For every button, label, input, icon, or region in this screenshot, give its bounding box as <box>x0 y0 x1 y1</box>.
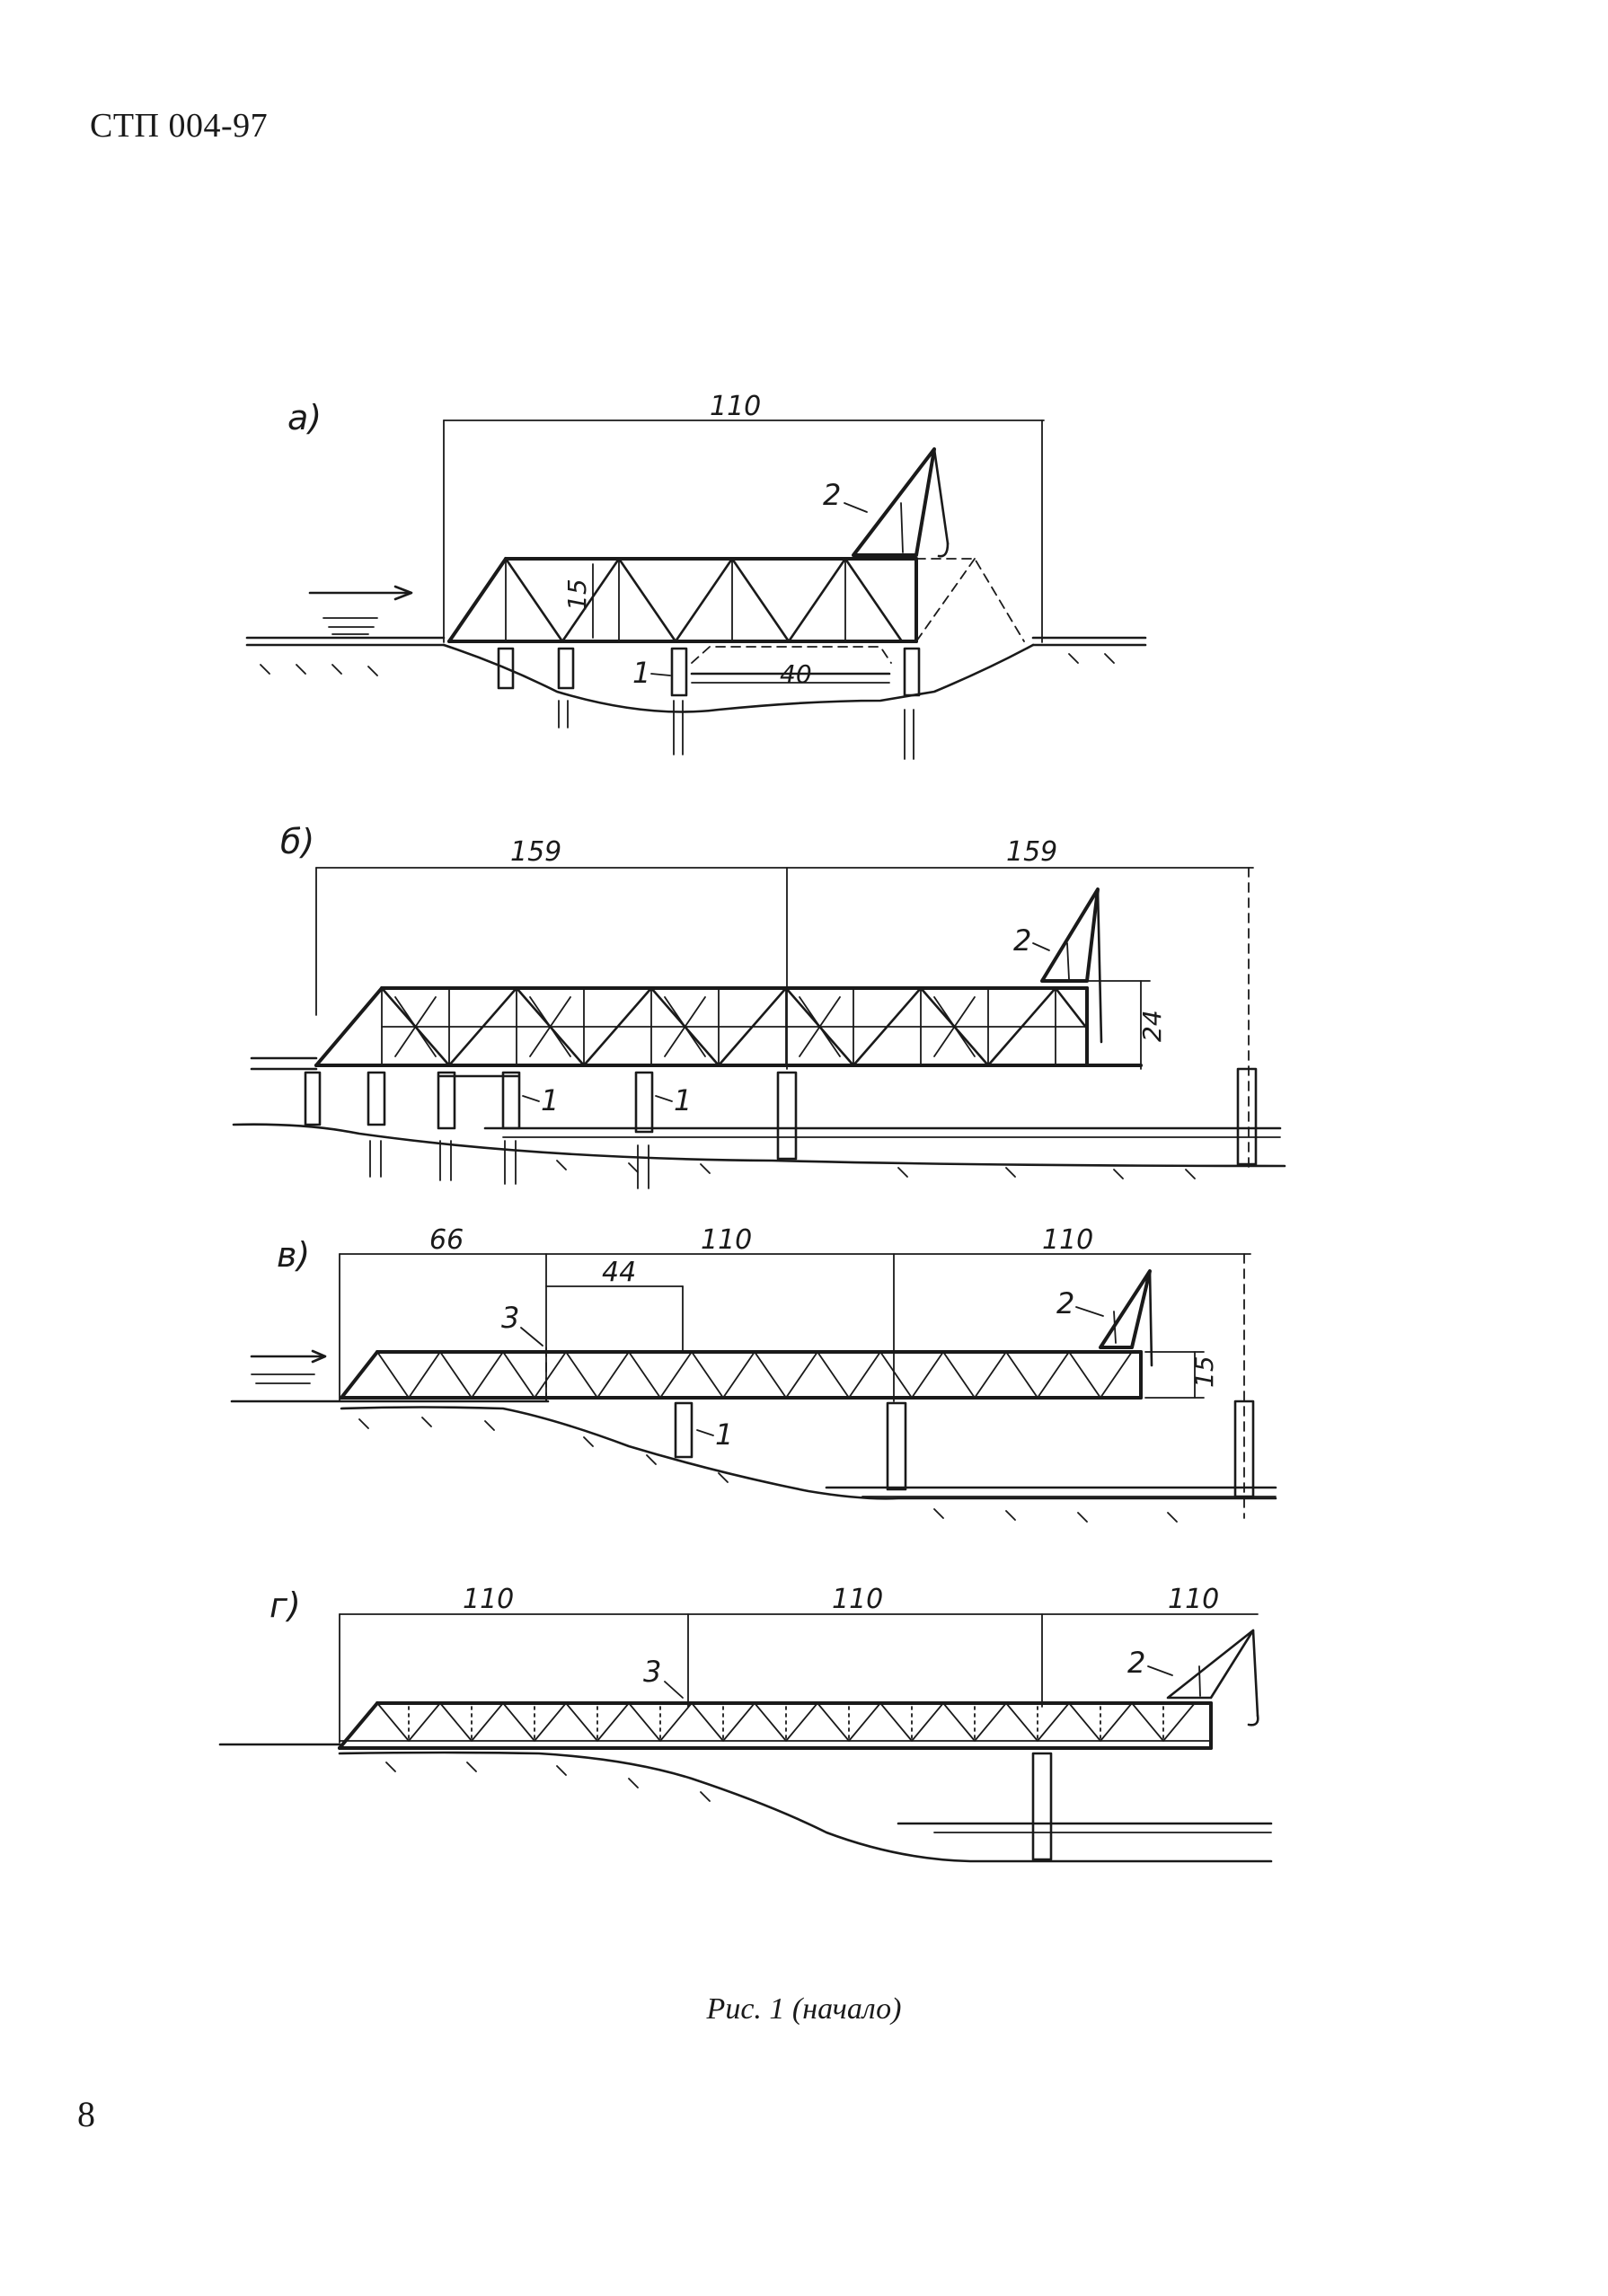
panel-v-dim-110-b: 110 <box>1042 1224 1093 1256</box>
document-code: СТП 004-97 <box>90 107 269 145</box>
panel-v-dim-66: 66 <box>429 1224 464 1256</box>
panel-b-ground <box>232 1056 1286 1179</box>
panel-v-dim-44: 44 <box>602 1257 636 1288</box>
panel-b-dims: 159 159 <box>315 836 1254 1169</box>
panel-v-dim-15: 15 <box>1189 1356 1219 1388</box>
panel-b-crane: 2 <box>1013 887 1103 1044</box>
panel-a: а) 110 <box>245 391 1147 760</box>
panel-b-callout-1-right: 1 <box>674 1083 692 1117</box>
panel-b-supports <box>304 1067 1258 1189</box>
panel-a-dim-40: 40 <box>780 659 812 689</box>
panel-a-dim-15: 15 <box>562 578 592 611</box>
panel-g-crane: 2 <box>1127 1629 1259 1726</box>
panel-g-dim-110-c: 110 <box>1168 1584 1219 1615</box>
panel-a-supports <box>497 647 921 760</box>
panel-a-callout-2: 2 <box>823 478 841 512</box>
panel-v-dim-110-a: 110 <box>701 1224 752 1256</box>
panel-b-dim-159-left: 159 <box>510 836 561 868</box>
panel-g-dim-110-a: 110 <box>463 1584 514 1615</box>
panel-g-label: г) <box>269 1585 301 1625</box>
panel-a-truss: 15 <box>447 557 1025 643</box>
panel-v-ground <box>230 1349 1277 1523</box>
panel-v-dims: 66 110 110 44 <box>339 1224 1251 1519</box>
panel-b-truss: 24 <box>314 980 1167 1070</box>
panel-v: в) 66 110 110 44 <box>230 1224 1277 1523</box>
page-number: 8 <box>77 2094 95 2134</box>
panel-g-callout-2: 2 <box>1127 1646 1145 1680</box>
panel-a-callout-1: 1 <box>632 656 650 690</box>
panel-b-callout-2: 2 <box>1013 923 1031 958</box>
panel-b-dim-159-right: 159 <box>1006 836 1057 868</box>
panel-a-ground <box>245 636 1147 713</box>
panel-g-truss <box>338 1701 1213 1750</box>
panel-v-label: в) <box>277 1235 310 1275</box>
panel-a-crane: 2 <box>823 447 950 558</box>
panel-b-callout-1-left: 1 <box>541 1083 559 1117</box>
panel-b: б) 159 159 <box>232 822 1286 1189</box>
panel-g-dim-110-b: 110 <box>832 1584 883 1615</box>
panel-b-dim-24: 24 <box>1137 1010 1167 1042</box>
panel-g-dims: 110 110 110 <box>339 1584 1259 1744</box>
panel-v-callout-3: 3 <box>501 1301 519 1335</box>
panel-g: г) 110 110 110 <box>218 1584 1273 1863</box>
panel-v-truss: 15 <box>340 1347 1219 1402</box>
panel-a-dim-span: 110 <box>443 391 1045 643</box>
panel-b-label: б) <box>280 822 314 861</box>
panel-g-ground <box>218 1743 1273 1863</box>
panel-v-callout-2: 2 <box>1056 1286 1074 1320</box>
panel-v-crane: 2 <box>1056 1269 1153 1367</box>
panel-a-dim-110: 110 <box>710 391 761 422</box>
figure-caption: Рис. 1 (начало) <box>706 1992 902 2026</box>
panel-v-callout-1: 1 <box>715 1417 733 1452</box>
panel-g-callout-3: 3 <box>643 1655 661 1689</box>
panel-a-label: а) <box>287 398 322 437</box>
